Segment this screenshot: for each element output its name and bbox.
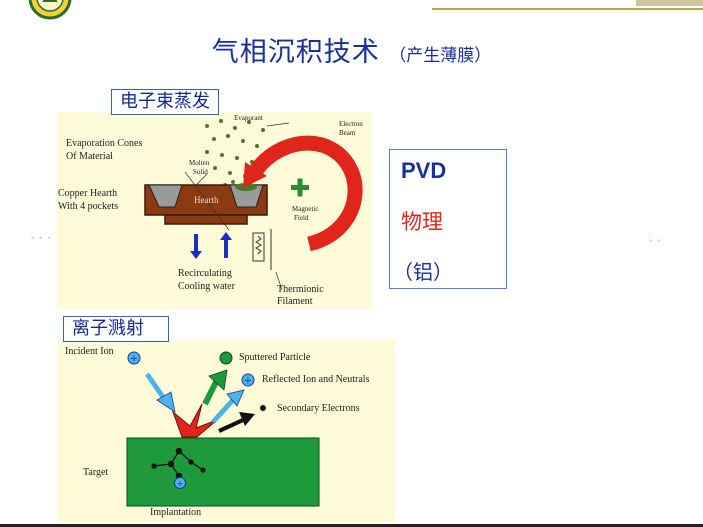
pvd-title: PVD [401,158,447,183]
evaporation-diagram: Evaporant Electron Beam Evaporation Cone… [57,112,372,309]
label-evaporant: Evaporant [234,114,263,122]
sputtering-diagram: + + + Incident Ion Sputtered Particle Re… [57,340,395,522]
label-filament: Filament [277,296,313,307]
label-copper-hearth: Copper Hearth [58,188,118,199]
impact-star [171,403,218,438]
section-label-sputtering: 离子溅射 [63,316,169,342]
evaporation-cone-left [148,184,183,208]
svg-text:+: + [244,376,252,387]
label-solid: Solid [193,168,208,176]
svg-text:+: + [176,480,184,490]
label-target: Target [83,467,109,478]
label-secondary-electrons: Secondary Electrons [277,403,360,414]
label-pockets: With 4 pockets [58,201,119,212]
label-molten: Molten [189,159,210,167]
label-implantation: Implantation [150,507,202,518]
slide-title: 气相沉积技术 （产生薄膜） [0,30,703,69]
side-decoration-right: :• • [648,230,662,247]
title-subtitle: （产生薄膜） [389,46,492,66]
svg-text:+: + [130,354,138,365]
label-sputtered-particle: Sputtered Particle [239,352,311,363]
side-decoration-left: • • • [30,234,52,244]
university-logo [28,0,72,20]
pvd-box: PVD 物理 （铝） [389,149,507,289]
label-reflected: Reflected Ion and Neutrals [262,374,370,385]
header-decoration [636,0,703,6]
incident-ion [127,351,141,365]
target-block [126,437,320,507]
thermionic-filament [252,232,265,262]
label-beam: Beam [339,129,356,137]
title-main: 气相沉积技术 [211,37,380,68]
label-electron: Electron [339,120,363,128]
label-recirculating: Recirculating [178,268,232,279]
pvd-type: 物理 [401,210,443,234]
label-cooling-water: Cooling water [178,281,235,292]
header-rule [432,8,703,10]
label-material: Of Material [66,151,113,162]
label-hearth: Hearth [194,195,219,205]
label-cones: Evaporation Cones [66,138,143,149]
reflected-ion [241,373,255,387]
electron-beam-arc [246,135,363,252]
secondary-electron [260,405,266,411]
section-label-evaporation: 电子束蒸发 [111,89,219,115]
footer-rule [0,524,703,527]
label-field: Field [294,214,309,222]
sputtered-particle [219,351,233,365]
label-magnetic: Magnetic [292,205,319,213]
pvd-material: （铝） [393,260,453,284]
label-thermionic: Thermionic [277,284,324,295]
label-incident-ion: Incident Ion [65,346,114,357]
